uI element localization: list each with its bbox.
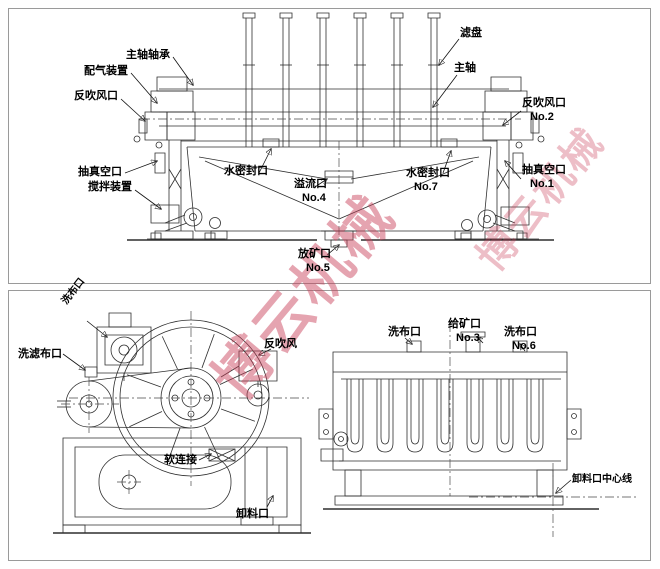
label-flexible-connection: 软连接: [164, 454, 197, 466]
label-filter-disc: 滤盘: [460, 27, 482, 39]
label-main-shaft-bearing: 主轴轴承: [126, 49, 170, 61]
label-discharge-centerline: 卸料口中心线: [572, 474, 632, 485]
label-air-distributor: 配气装置: [84, 65, 128, 77]
panel-bottom-view: [8, 290, 651, 561]
base-housing: [53, 438, 311, 533]
label-discharge-outlet: 卸料口: [236, 508, 269, 520]
section-agitator-drive: [321, 432, 348, 461]
label-water-seal-left: 水密封口: [224, 165, 268, 177]
filter-discs: [159, 12, 509, 148]
leader-lines-bottom: [63, 321, 571, 507]
label-wash-filter-cloth-port: 洗滤布口: [18, 348, 62, 360]
label-blowback-port-left: 反吹风口: [74, 90, 118, 102]
bottom-view-drawing: [9, 291, 650, 560]
right-flange: [567, 409, 581, 439]
label-vacuum-port-left: 抽真空口: [78, 166, 122, 178]
label-main-shaft: 主轴: [454, 62, 476, 74]
side-view: [53, 311, 311, 533]
main-shaft: [141, 112, 521, 126]
label-wash-cloth-port: 洗布口: [388, 326, 421, 338]
left-agitator: [147, 205, 225, 239]
label-agitator-device: 搅拌装置: [88, 181, 132, 193]
label-blowback: 反吹风: [264, 338, 297, 350]
section-view: [319, 323, 639, 537]
left-bearing-assembly: [134, 77, 195, 239]
water-seal-right: [441, 139, 457, 147]
water-seal-left: [263, 139, 279, 147]
left-flange: [319, 409, 333, 439]
flexible-joint: [209, 449, 235, 461]
section-base: [323, 470, 599, 509]
wash-cloth-port-stub: [407, 341, 421, 352]
disc-sector-lines: [127, 334, 255, 462]
panel-top-view: [8, 8, 651, 284]
drive-pulley: [57, 368, 191, 433]
top-view-drawing: [9, 12, 650, 283]
leader-lines-top: [121, 39, 521, 255]
right-agitator: [455, 207, 539, 239]
filter-channels: [346, 378, 544, 453]
